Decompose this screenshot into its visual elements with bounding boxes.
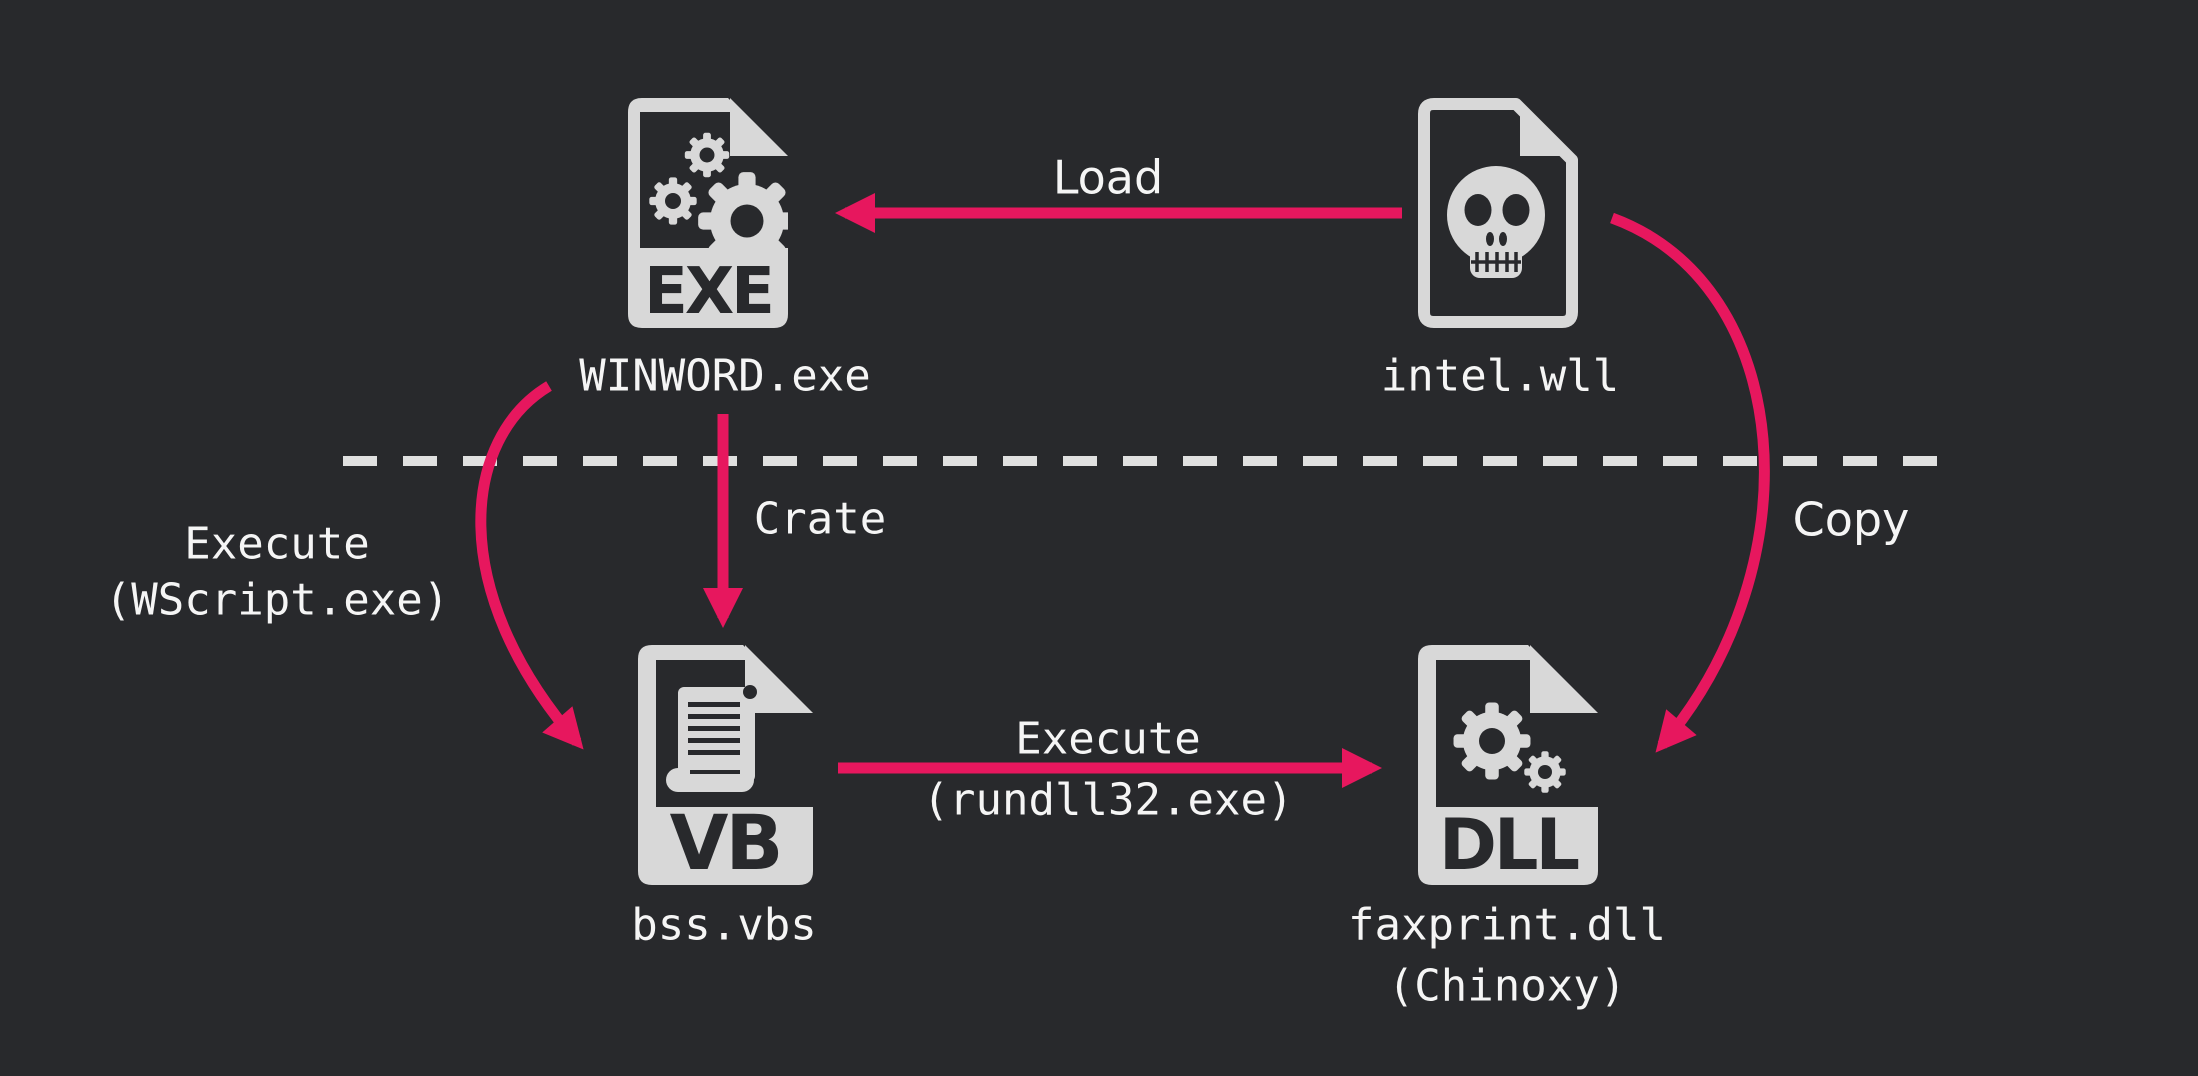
bss-vbs-label: bss.vbs [631, 899, 817, 951]
vb-badge-label: VB [670, 798, 781, 887]
copy-curved-arrow [1610, 212, 1770, 753]
intel-wll-label: intel.wll [1380, 350, 1620, 402]
crate-edge-label: Crate [753, 493, 887, 545]
exe-file-icon: EXE [628, 98, 788, 329]
faxprint-chinoxy-sublabel: (Chinoxy) [1387, 960, 1627, 1012]
vb-script-file-icon: VB [638, 645, 813, 887]
execute-wscript-curved-arrow [475, 381, 584, 750]
load-edge-label: Load [1052, 150, 1164, 205]
exe-badge-label: EXE [644, 255, 772, 329]
execute-rundll32-edge-sublabel: (rundll32.exe) [922, 774, 1294, 826]
script-scroll-glyph [666, 685, 757, 792]
copy-edge-label: Copy [1792, 492, 1910, 547]
winword-exe-label: WINWORD.exe [579, 350, 871, 402]
execute-rundll32-edge-label: Execute [1015, 713, 1201, 765]
dll-badge-label: DLL [1439, 804, 1579, 886]
skull-file-icon [1418, 98, 1578, 328]
execute-wscript-edge-sublabel: (WScript.exe) [104, 574, 450, 626]
faxprint-dll-label: faxprint.dll [1348, 899, 1666, 951]
execute-wscript-edge-label: Execute [184, 518, 370, 570]
dll-file-icon: DLL [1418, 645, 1598, 886]
skull-glyph [1447, 166, 1545, 278]
